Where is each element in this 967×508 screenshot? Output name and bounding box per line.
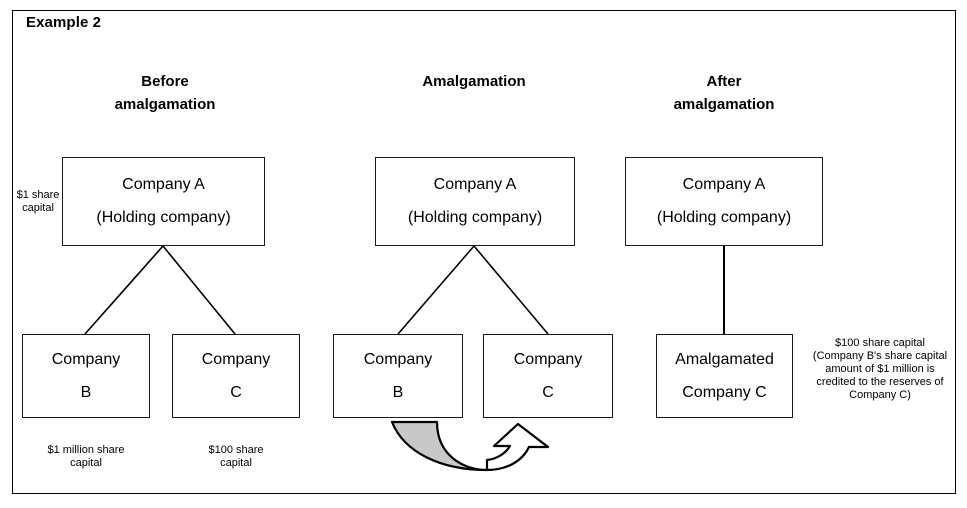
column-title-after: After amalgamation	[650, 70, 798, 116]
box-before-company-a: Company A (Holding company)	[62, 157, 265, 246]
box-amalg-company-c: Company C	[483, 334, 613, 418]
note-after-share-capital: $100 share capital(Company B's share cap…	[812, 337, 948, 401]
box-amalg-company-a-line2: (Holding company)	[407, 209, 543, 226]
box-after-amalgamated-company-c: Amalgamated Company C	[656, 334, 793, 418]
page-title: Example 2	[26, 14, 102, 31]
box-before-company-a-line1: Company A	[122, 176, 205, 193]
diagram-frame	[12, 10, 956, 494]
box-before-company-b-line2: B	[80, 383, 92, 401]
box-amalg-company-a-line1: Company A	[433, 176, 517, 193]
box-before-company-b-line1: Company	[51, 350, 121, 368]
box-amalg-company-b-line2: B	[392, 383, 404, 401]
box-before-company-c: Company C	[172, 334, 300, 418]
column-title-after-line2: amalgamation	[673, 96, 775, 113]
box-after-amalgamated-line1: Amalgamated	[675, 350, 774, 368]
column-title-amalgamation-line1: Amalgamation	[422, 73, 526, 90]
column-title-before-line1: Before	[141, 73, 189, 90]
box-after-company-a-line2: (Holding company)	[656, 209, 792, 226]
box-after-amalgamated-line2: Company C	[682, 383, 767, 401]
box-before-company-c-line1: Company	[201, 350, 271, 368]
box-after-company-a-line1: Company A	[682, 176, 766, 193]
box-after-company-a: Company A (Holding company)	[625, 157, 823, 246]
box-amalg-company-b: Company B	[333, 334, 463, 418]
column-title-amalgamation: Amalgamation	[400, 70, 548, 93]
box-amalg-company-b-line1: Company	[363, 350, 433, 368]
box-before-company-c-line2: C	[230, 383, 242, 401]
column-title-before-line2: amalgamation	[114, 96, 216, 113]
box-before-company-b: Company B	[22, 334, 150, 418]
box-amalg-company-c-line2: C	[542, 383, 554, 401]
box-before-company-a-line2: (Holding company)	[96, 209, 231, 226]
box-amalg-company-a: Company A (Holding company)	[375, 157, 575, 246]
column-title-before: Before amalgamation	[96, 70, 234, 116]
column-title-after-line1: After	[706, 73, 742, 90]
box-amalg-company-c-line1: Company	[513, 350, 583, 368]
